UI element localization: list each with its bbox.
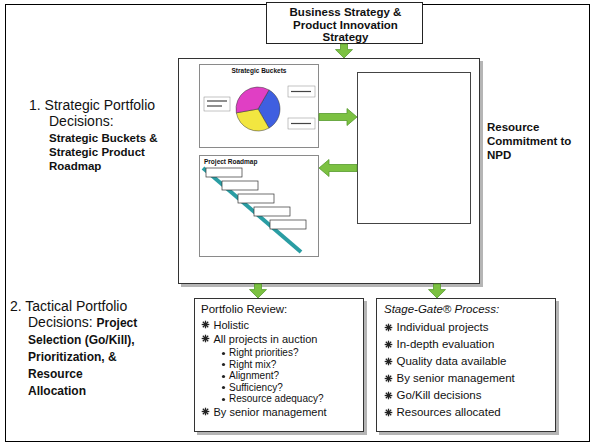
block-arrow <box>319 109 357 126</box>
block-arrow <box>319 160 357 177</box>
roadmap-step <box>254 207 290 216</box>
mini-text-line <box>291 91 311 92</box>
roadmap-step <box>222 181 258 190</box>
thumbnail-title: Project Roadmap <box>204 158 314 166</box>
bullet-stroke <box>386 341 391 346</box>
bullet-stroke <box>386 409 391 414</box>
bullet-dot <box>222 363 225 366</box>
bullet-mark <box>384 340 393 349</box>
pie-slice <box>236 87 269 113</box>
block-arrow <box>250 284 267 298</box>
pie-slice <box>236 109 269 131</box>
thumbnail-box: Project Roadmap <box>199 155 319 257</box>
sub-bullet-item: Resource adequacy? <box>229 392 324 405</box>
review-box: Portfolio Review:HolisticAll projects in… <box>194 298 364 432</box>
strategy-box: Business Strategy & Product Innovation S… <box>266 2 423 44</box>
pie-chart <box>236 87 280 131</box>
roadmap-band <box>203 168 301 252</box>
pie-legend-marks <box>204 86 315 129</box>
section-subheading: Strategic Buckets & Strategic Product Ro… <box>49 131 177 173</box>
thumbnail-box: Strategic Buckets <box>199 64 319 148</box>
bullet-dot <box>222 386 225 389</box>
bullet-mark <box>201 407 210 416</box>
bullet-stroke <box>203 322 208 327</box>
sub-bullet-mark <box>221 362 226 367</box>
bullet-item: By senior management <box>397 371 515 386</box>
thumbnail-title: Strategic Buckets <box>200 67 318 75</box>
mini-label-box <box>288 118 315 129</box>
side-label: 2. Tactical Portfolio Decisions:Project … <box>10 298 138 399</box>
bullet-dot <box>222 374 225 377</box>
bullet-item: Go/Kill decisions <box>397 388 482 403</box>
bullet-stroke <box>386 358 391 363</box>
strategic-panel: 1. Strategic Portfolio Decisions:Strateg… <box>178 58 480 284</box>
sub-bullet-mark <box>221 351 226 356</box>
roadmap-step <box>206 168 242 177</box>
pie-slice <box>258 90 280 128</box>
bullet-item: Holistic <box>214 318 249 332</box>
sub-bullet-item: Right mix? <box>229 358 276 371</box>
box-title: Business Strategy & Product Innovation S… <box>267 6 424 44</box>
mini-label-box <box>204 97 230 111</box>
bullet-dot <box>222 351 225 354</box>
mini-text-line <box>291 123 311 124</box>
mini-text-line <box>207 100 227 101</box>
mini-text-line <box>207 105 222 106</box>
sub-bullet-mark <box>221 397 226 402</box>
block-arrow <box>429 284 446 298</box>
box-heading: Stage-Gate® Process: <box>384 302 499 317</box>
section-heading: 1. Strategic Portfolio Decisions: <box>29 97 179 129</box>
stagegate-box: Stage-Gate® Process: Individual projectsI… <box>376 298 556 432</box>
bullet-stroke <box>203 409 208 414</box>
bullet-stroke <box>203 336 208 341</box>
bullet-item: Resources allocated <box>397 405 501 420</box>
outer-frame <box>6 5 590 442</box>
bullet-mark <box>384 391 393 400</box>
bullet-mark <box>384 357 393 366</box>
roadmap-step <box>238 194 274 203</box>
bullet-dot <box>222 397 225 400</box>
mini-label-box <box>288 86 315 97</box>
block-arrow <box>336 44 353 58</box>
roadmap-step <box>270 220 306 229</box>
bullet-item: In-depth evaluation <box>397 337 495 352</box>
bullet-mark <box>201 334 210 343</box>
sub-bullet-item: Right priorities? <box>229 346 298 359</box>
bullet-stroke <box>386 392 391 397</box>
bullet-mark <box>384 323 393 332</box>
sub-bullet-mark <box>221 374 226 379</box>
sub-bullet-item: Alignment? <box>229 369 279 382</box>
bullet-mark <box>201 320 210 329</box>
sub-bullet-item: Sufficiency? <box>229 381 283 394</box>
bullet-mark <box>384 374 393 383</box>
resource-box: Resource Commitment to NPD <box>357 72 471 224</box>
bullet-stroke <box>386 324 391 329</box>
resource-label: Resource Commitment to NPD <box>487 120 579 162</box>
bullet-item: By senior management <box>214 405 327 419</box>
sub-bullet-mark <box>221 385 226 390</box>
bullet-mark <box>384 408 393 417</box>
bullet-stroke <box>386 375 391 380</box>
box-heading: Portfolio Review: <box>201 302 287 317</box>
roadmap-sketch <box>203 168 306 252</box>
bullet-item: Quality data available <box>397 354 507 369</box>
bullet-item: Individual projects <box>397 320 489 335</box>
bullet-item: All projects in auction <box>214 332 318 346</box>
